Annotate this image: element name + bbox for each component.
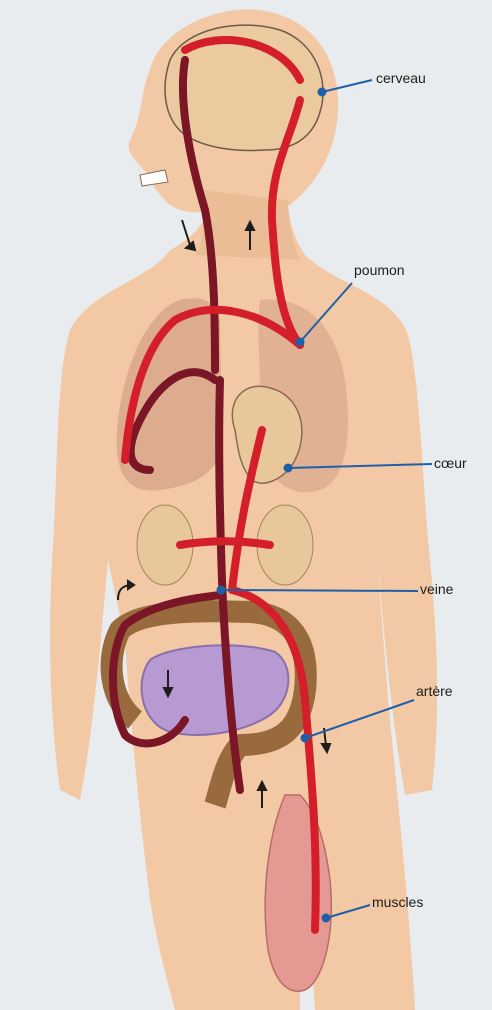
artery-pointer-dot [302,735,309,742]
vein-pointer-dot [218,587,225,594]
label-brain: cerveau [376,70,426,86]
kidney-artery [180,541,270,545]
label-vein: veine [420,581,453,597]
brain-pointer-dot [319,89,326,96]
label-artery: artère [416,683,453,699]
label-muscles: muscles [372,894,423,910]
label-lung: poumon [354,262,405,278]
heart-pointer-dot [285,465,292,472]
muscles-pointer-dot [323,915,330,922]
label-heart: cœur [434,455,467,471]
lung-pointer-dot [297,339,304,346]
vein-pointer [221,590,418,591]
